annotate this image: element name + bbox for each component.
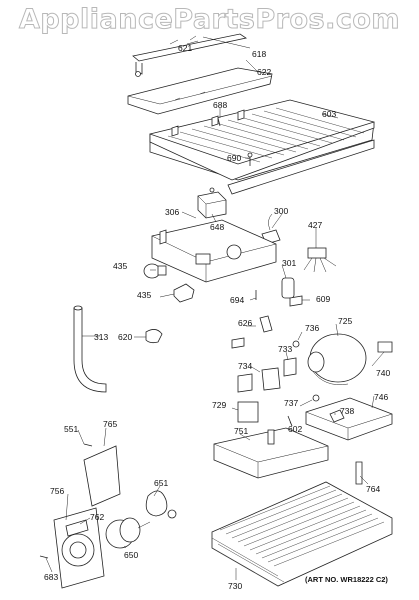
- part-fan-blade-651[interactable]: [145, 490, 177, 519]
- part-housing-306[interactable]: [151, 219, 277, 283]
- part-grommet-736[interactable]: [292, 340, 300, 348]
- label-306: 306: [165, 207, 179, 217]
- label-737: 737: [284, 398, 298, 408]
- part-bracket-738[interactable]: [329, 409, 345, 423]
- part-plug-620[interactable]: [145, 329, 163, 344]
- art-number: (ART NO. WR18222 C2): [305, 575, 388, 584]
- part-socket-435[interactable]: [173, 283, 195, 303]
- part-overload-733[interactable]: [283, 357, 297, 377]
- label-622: 622: [257, 67, 271, 77]
- label-729: 729: [212, 400, 226, 410]
- label-765: 765: [103, 419, 117, 429]
- label-618: 618: [252, 49, 266, 59]
- part-harness-427[interactable]: [303, 247, 337, 273]
- part-bracket-618[interactable]: [132, 33, 248, 77]
- label-740: 740: [376, 368, 390, 378]
- label-427: 427: [308, 220, 322, 230]
- part-drain-pan-751[interactable]: [213, 427, 329, 479]
- label-734: 734: [238, 361, 252, 371]
- label-603: 603: [322, 109, 336, 119]
- part-lamp-435[interactable]: [143, 263, 167, 279]
- label-609: 609: [316, 294, 330, 304]
- label-651: 651: [154, 478, 168, 488]
- part-cover-765[interactable]: [83, 445, 121, 507]
- label-650: 650: [124, 550, 138, 560]
- label-602: 602: [288, 424, 302, 434]
- part-shelf-603[interactable]: [149, 99, 375, 195]
- part-screw-688[interactable]: [217, 117, 221, 127]
- label-751: 751: [234, 426, 248, 436]
- part-condenser-730[interactable]: [211, 481, 393, 587]
- label-301: 301: [282, 258, 296, 268]
- part-screw-551[interactable]: [83, 443, 93, 447]
- part-bracket-762[interactable]: [65, 519, 89, 537]
- label-688: 688: [213, 100, 227, 110]
- label-683: 683: [44, 572, 58, 582]
- part-relay-734[interactable]: [237, 367, 281, 393]
- part-relay-626[interactable]: [231, 315, 273, 349]
- part-clip-764[interactable]: [355, 461, 363, 485]
- label-762: 762: [90, 512, 104, 522]
- label-690: 690: [227, 153, 241, 163]
- part-capacitor-729[interactable]: [237, 401, 259, 423]
- label-733: 733: [278, 344, 292, 354]
- label-313: 313: [94, 332, 108, 342]
- label-621: 621: [178, 43, 192, 53]
- label-435-socket: 435: [137, 290, 151, 300]
- part-grommet-737[interactable]: [312, 394, 320, 402]
- label-620: 620: [118, 332, 132, 342]
- label-736: 736: [305, 323, 319, 333]
- part-motor-650[interactable]: [105, 517, 151, 549]
- part-drain-tube-313[interactable]: [73, 305, 107, 393]
- label-738: 738: [340, 406, 354, 416]
- label-300: 300: [274, 206, 288, 216]
- label-626: 626: [238, 318, 252, 328]
- label-725: 725: [338, 316, 352, 326]
- label-746: 746: [374, 392, 388, 402]
- watermark-logo: AppliancePartsPros.com: [18, 4, 401, 36]
- part-cover-622[interactable]: [127, 67, 273, 115]
- part-control-648[interactable]: [197, 187, 227, 219]
- label-756: 756: [50, 486, 64, 496]
- label-551: 551: [64, 424, 78, 434]
- label-730: 730: [228, 581, 242, 591]
- part-compressor-725[interactable]: [307, 333, 393, 385]
- label-435-lamp: 435: [113, 261, 127, 271]
- part-screw-690[interactable]: [247, 152, 253, 166]
- label-648: 648: [210, 222, 224, 232]
- label-694: 694: [230, 295, 244, 305]
- part-clip-609[interactable]: [289, 295, 303, 307]
- label-764: 764: [366, 484, 380, 494]
- part-plug-301[interactable]: [281, 277, 295, 299]
- part-plate-746[interactable]: [305, 397, 393, 441]
- part-screw-683[interactable]: [39, 555, 49, 559]
